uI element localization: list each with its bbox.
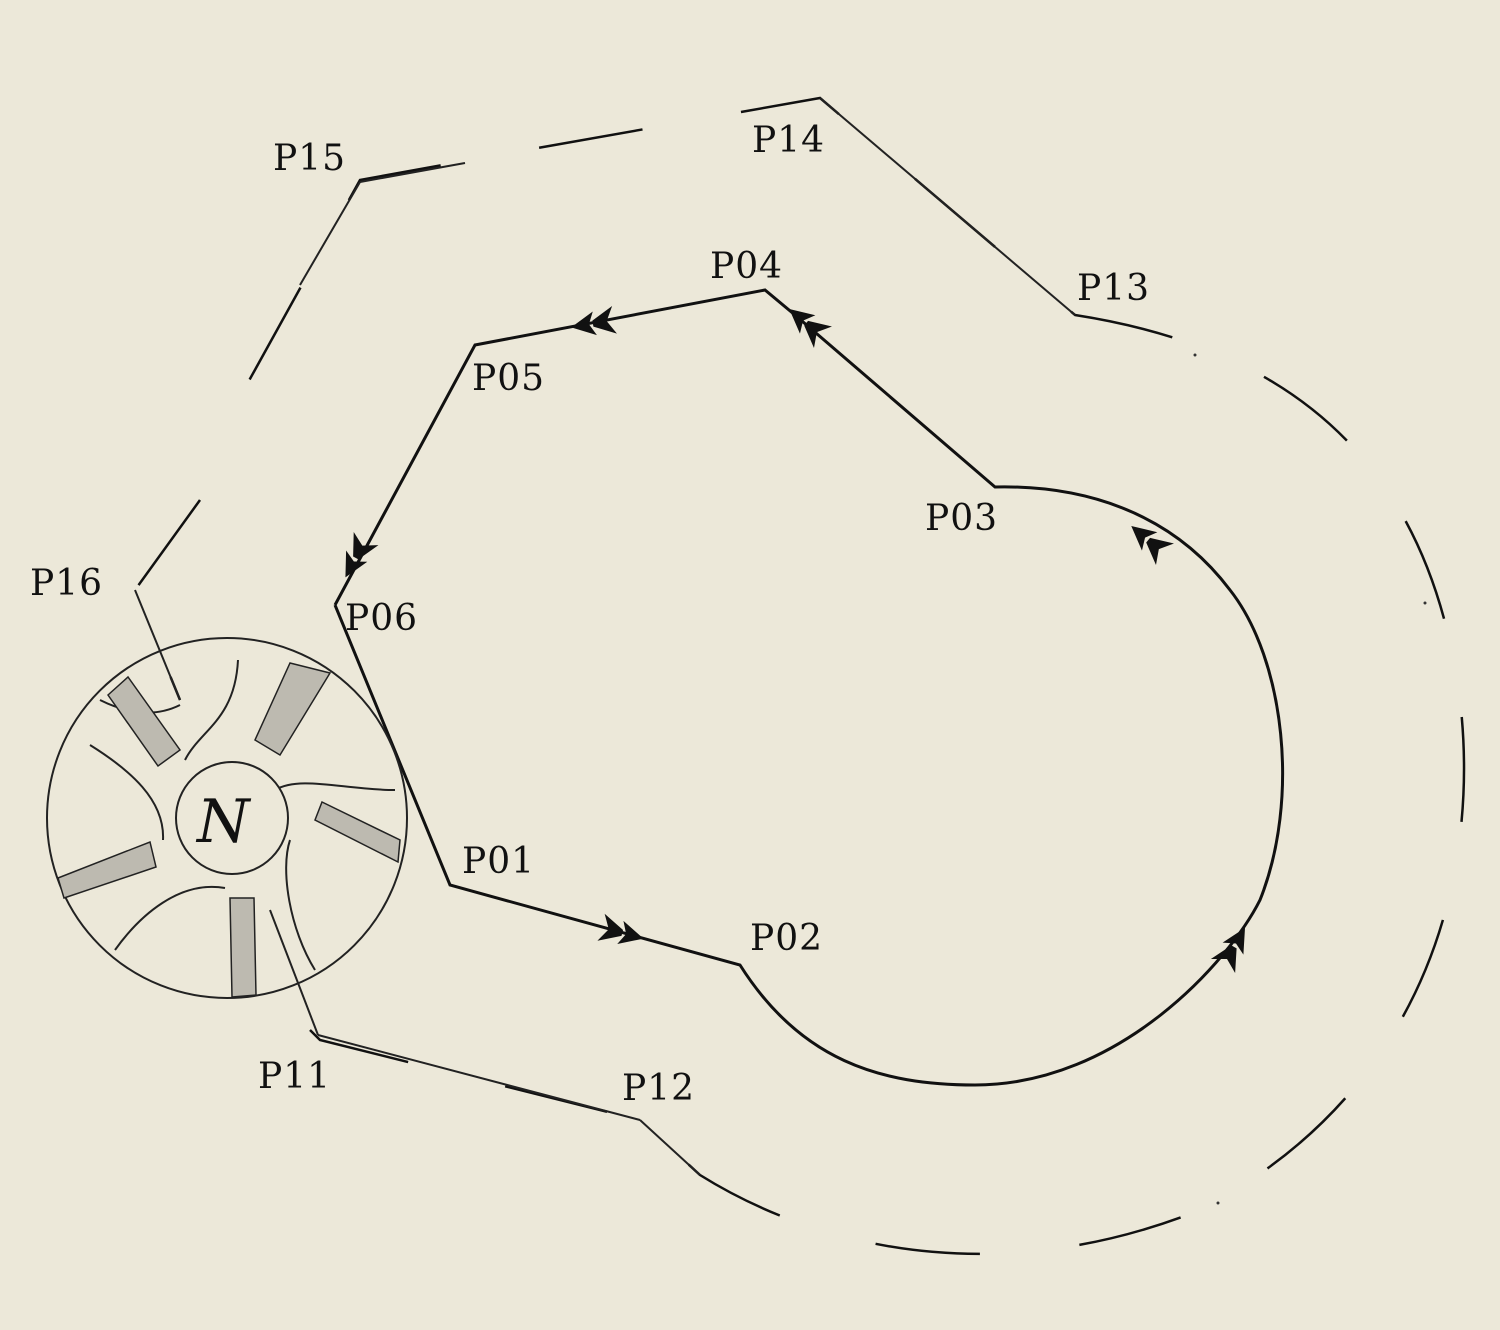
cutter-flute [114, 885, 226, 951]
stray-mark [1216, 1201, 1220, 1205]
outer-contour-segment [299, 181, 361, 286]
outer-contour-segment [269, 909, 319, 1036]
label-p11: P11 [258, 1056, 331, 1097]
direction-marker [789, 309, 832, 349]
cutter-flute [184, 659, 239, 761]
direction-marker [597, 913, 644, 945]
stray-mark [1423, 601, 1427, 605]
inner-toolpath [333, 288, 1285, 1087]
label-p04: P04 [710, 246, 783, 287]
label-p15: P15 [273, 138, 346, 179]
outer-contour-segment [359, 162, 466, 183]
tool-label: N [195, 787, 252, 857]
label-p03: P03 [925, 498, 998, 539]
outer-contour-segment [134, 589, 181, 701]
label-p02: P02 [750, 918, 823, 959]
direction-marker [1210, 927, 1245, 973]
cutter-insert [314, 800, 401, 864]
outer-contour-segment [639, 1119, 701, 1176]
label-p06: P06 [345, 598, 418, 639]
direction-marker [1131, 526, 1174, 566]
cutter-insert [107, 675, 182, 768]
cutter-hub [175, 761, 289, 875]
label-p14: P14 [752, 120, 825, 161]
direction-marker [571, 306, 617, 336]
cutter-insert [229, 897, 257, 998]
milling-cutter: N [46, 637, 408, 999]
label-p16: P16 [30, 563, 103, 604]
cutter-insert [254, 662, 332, 757]
label-p12: P12 [622, 1068, 695, 1109]
label-p05: P05 [472, 358, 545, 399]
outer-contour-path [133, 96, 1466, 1256]
cutter-flute [274, 782, 396, 791]
outer-contour-segment [317, 1034, 641, 1121]
stray-mark [1193, 353, 1197, 357]
direction-marker [345, 531, 379, 578]
label-p01: P01 [462, 841, 535, 882]
cutter-body [46, 637, 408, 999]
cutter-insert [57, 840, 157, 899]
outer-contour-segment [819, 97, 1076, 316]
label-p13: P13 [1077, 268, 1150, 309]
cutter-flute [285, 839, 316, 971]
cutter-flute [89, 744, 165, 841]
